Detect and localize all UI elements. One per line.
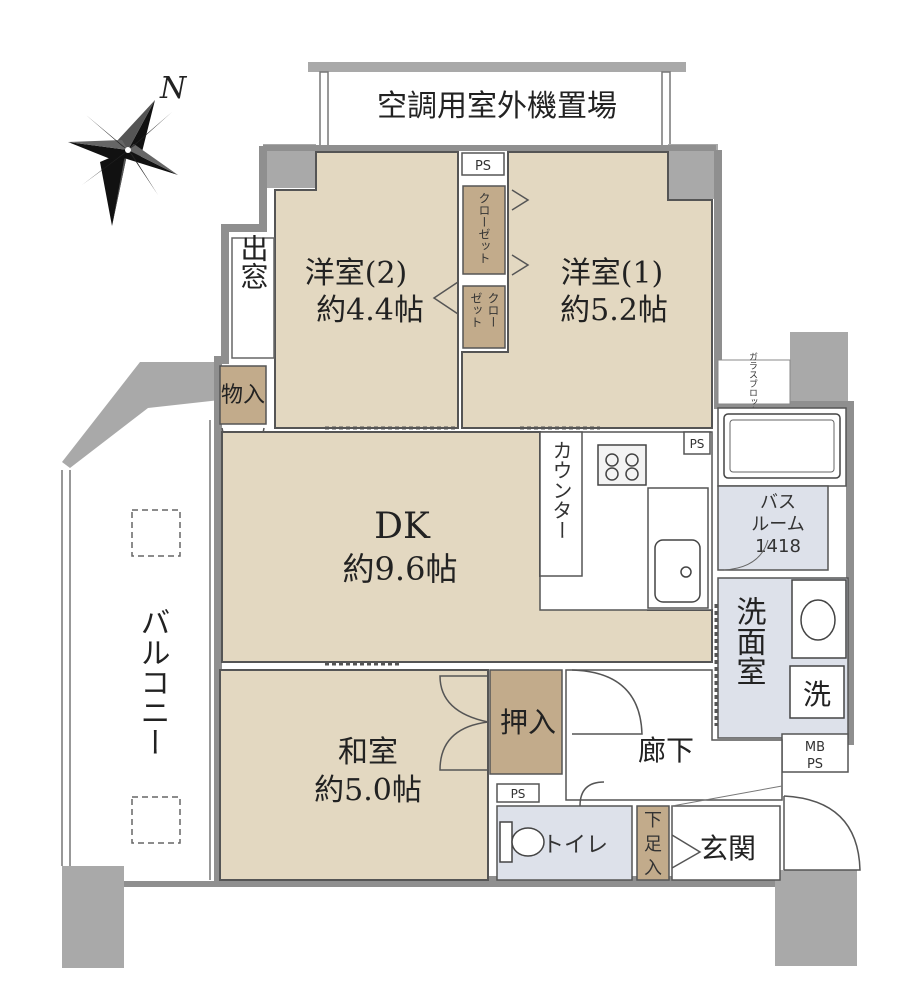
balcony: バルコニー xyxy=(61,420,211,880)
balcony-label: バルコニー xyxy=(135,607,170,757)
entrance-label: 玄関 xyxy=(700,832,756,865)
bath-label-1: バス xyxy=(760,492,796,513)
japanese-room-size: 約5.0帖 xyxy=(314,773,422,808)
shoe-box-label-2: 足 xyxy=(644,834,662,855)
western-room-1-size: 約5.2帖 xyxy=(560,293,668,328)
washer-space: 洗 xyxy=(789,665,845,719)
shoe-box-label-3: 入 xyxy=(644,858,662,879)
mb-label: MB xyxy=(805,740,825,755)
western-room-2-size: 約4.4帖 xyxy=(316,293,424,328)
dk-storage-label: 物入 xyxy=(221,383,265,408)
western-room-2: 洋室(2) 約4.4帖 xyxy=(274,151,459,429)
ps-toilet: PS xyxy=(496,783,540,803)
bathtub-icon xyxy=(723,413,841,479)
glass-block-label: ガラスブロック xyxy=(747,352,758,415)
japanese-room: 和室 約5.0帖 xyxy=(219,662,489,881)
western-room-1-name: 洋室(1) xyxy=(561,256,664,291)
closet-bottom-label-1: クロー xyxy=(486,292,500,328)
ps-kitchen: PS xyxy=(683,431,711,455)
western-room-2-name: 洋室(2) xyxy=(305,256,408,291)
dk-size: 約9.6帖 xyxy=(343,550,458,588)
shoe-box: 下 足 入 xyxy=(636,805,670,881)
exterior-walls xyxy=(62,144,857,968)
hallway: 廊下 xyxy=(565,669,783,801)
glass-block: ガラスブロック xyxy=(717,352,791,415)
ps-top-label: PS xyxy=(475,159,491,174)
entrance: 玄関 xyxy=(671,785,861,881)
washroom-label: 洗面室 xyxy=(731,596,766,686)
dk-name: DK xyxy=(374,506,431,547)
oshiire-label: 押入 xyxy=(500,706,556,739)
washroom: 洗面室 洗 xyxy=(714,577,849,739)
closet-bottom: クロー ゼット xyxy=(462,285,506,349)
dk-storage: 物入 xyxy=(219,365,267,455)
bay-window-label: 出窓 xyxy=(237,234,270,290)
bay-window: 出窓 xyxy=(231,234,275,359)
hallway-label: 廊下 xyxy=(638,734,694,767)
japanese-room-name: 和室 xyxy=(338,735,398,770)
toilet-room: トイレ xyxy=(496,781,633,881)
bath-label-2: ルーム xyxy=(751,514,804,535)
counter-label: カウンター xyxy=(549,440,573,540)
stove-icon xyxy=(597,444,647,486)
washbasin-icon xyxy=(791,579,847,659)
ps-top: PS xyxy=(461,152,505,176)
oshiire: 押入 xyxy=(489,669,563,775)
toilet-label: トイレ xyxy=(542,833,608,858)
sink-icon xyxy=(654,539,701,603)
shoe-box-label-1: 下 xyxy=(644,810,662,831)
kitchen: カウンター PS xyxy=(539,431,713,611)
bath-label-3: 1418 xyxy=(755,536,801,557)
north-label: N xyxy=(159,71,188,106)
compass-rose-icon xyxy=(68,100,178,226)
ps-toilet-label: PS xyxy=(511,787,526,801)
closet-top-label: クローゼット xyxy=(477,192,491,264)
mb-ps: MB PS xyxy=(781,733,849,773)
outdoor-unit-area: 空調用室外機置場 xyxy=(308,62,686,147)
closet-top: クローゼット xyxy=(462,185,506,275)
ps-kitchen-label: PS xyxy=(690,437,705,451)
compass: N xyxy=(68,71,188,226)
outdoor-unit-label: 空調用室外機置場 xyxy=(377,89,617,124)
bathroom: バス ルーム 1418 xyxy=(717,407,847,571)
western-room-1: 洋室(1) 約5.2帖 xyxy=(461,151,713,429)
toilet-icon xyxy=(499,821,545,863)
mb-ps-label: PS xyxy=(807,757,823,772)
closet-bottom-label-2: ゼット xyxy=(469,292,483,328)
washer-label: 洗 xyxy=(803,678,831,711)
